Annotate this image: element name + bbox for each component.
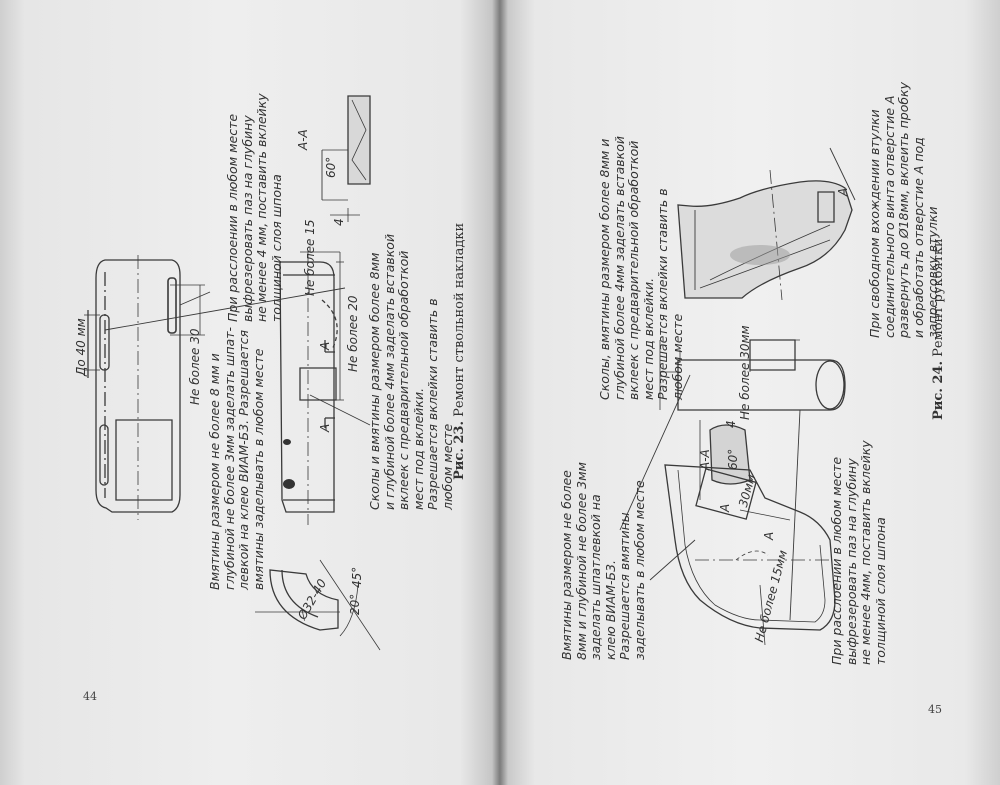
note-line: вклеек с предварительной обработкой — [626, 140, 641, 400]
page-number-right: 45 — [928, 703, 942, 716]
note-line: Вмятины размером не более — [559, 470, 574, 660]
note-delamination-right: При расслоении в любом месте выфрезерова… — [829, 440, 888, 665]
figure-title: Ремонт ствольной накладки — [452, 222, 467, 417]
note-line: выфрезеровать паз на глубину — [843, 458, 859, 665]
dim-angle-60: 60° — [324, 156, 338, 178]
note-line: толщиной слоя шпона — [268, 174, 284, 322]
note-chips-right: Сколы, вмятины размером более 8мм и глуб… — [597, 136, 685, 400]
note-line: выфрезеровать паз на глубину — [239, 115, 255, 322]
dim-angle-45: 45° — [350, 566, 364, 588]
note-line: не менее 4мм, поставить вклейку — [858, 440, 873, 665]
note-line: мест под вклейки. — [640, 277, 656, 400]
note-line: вмятины заделывать в любом месте — [250, 348, 266, 590]
figure-caption: Рис. 23. Ремонт ствольной накладки — [452, 223, 467, 480]
note-line: мест под вклейки. — [410, 387, 426, 510]
book-gutter — [492, 0, 508, 785]
note-line: Вмятины размером не более 8 мм и — [207, 353, 222, 590]
dim-max-30mm: Не более 30мм — [738, 325, 752, 420]
note-line: не менее 4 мм, поставить вклейку — [254, 93, 269, 322]
dim-angle-60: 60° — [726, 448, 740, 470]
note-line: Сколы, вмятины размером более 8мм и — [597, 138, 612, 400]
note-line: толщиной слоя шпона — [872, 517, 888, 665]
figure-title: Ремонт рукоятки — [931, 238, 946, 357]
note-line: Разрешается вклейки ставить в — [425, 298, 440, 510]
note-chips-left: Сколы и вмятины размером более 8мм и глу… — [367, 233, 455, 510]
note-line: левкой на клею ВИАМ-Б3. Разрешается — [236, 329, 251, 590]
note-dents-right: Вмятины размером не более 8мм и глубиной… — [559, 462, 647, 660]
note-line: При свободном вхождении втулки — [867, 109, 882, 338]
section-marker-a: А — [718, 503, 732, 512]
figure-label: Рис. 24. — [931, 360, 946, 420]
note-line: глубиной более 4мм заделать вставкой — [611, 136, 627, 400]
note-line: 8мм и глубиной не более 3мм — [573, 462, 589, 660]
note-delamination-left: При расслоении в любом месте выфрезерова… — [225, 93, 284, 322]
figure-caption: Рис. 24. Ремонт рукоятки — [931, 238, 946, 420]
right-page: Сколы, вмятины размером более 8мм и глуб… — [500, 0, 1000, 785]
section-marker-a: А — [762, 531, 776, 540]
note-bushing: При свободном вхождении втулки соедините… — [867, 82, 941, 338]
figure-23-drawing — [0, 0, 500, 785]
note-line: глубиной не более 3мм заделать шпат- — [221, 326, 237, 590]
dim-angle-20: 20° — [348, 593, 362, 615]
dim-max-15: Не более 15 — [303, 219, 317, 296]
note-line: заделать шпатлевкой на — [588, 494, 603, 660]
page-number-left: 44 — [83, 690, 97, 703]
note-line: Разрешается вмятины — [617, 512, 632, 660]
note-dents-left: Вмятины размером не более 8 мм и глубино… — [207, 326, 266, 590]
note-line: заделывать в любом месте — [631, 480, 647, 660]
figure-24-drawing — [500, 0, 1000, 785]
note-line: и глубиной более 4мм заделать вставкой — [381, 233, 397, 510]
section-marker-a: А — [318, 423, 332, 432]
figure-label: Рис. 23. — [452, 420, 467, 480]
note-line: и обработать отверстие А под — [910, 137, 926, 338]
dim-depth-4: 4 — [724, 420, 738, 428]
dim-up-to-40: До 40 мм — [74, 318, 88, 376]
section-label: А-А — [698, 449, 712, 470]
note-line: развернуть до Ø18мм, вклеить пробку — [896, 82, 911, 338]
note-line: Сколы и вмятины размером более 8мм — [367, 252, 382, 510]
section-marker-a: А — [318, 341, 332, 350]
note-line: При расслоении в любом месте — [225, 113, 240, 322]
dim-depth-4: 4 — [332, 218, 346, 226]
note-line: любом месте — [669, 313, 685, 400]
note-line: клею ВИАМ-Б3. — [602, 560, 618, 660]
dim-max-30: Не более 30 — [188, 328, 202, 405]
dim-max-20: Не более 20 — [346, 295, 360, 372]
note-line: вклеек с предварительной обработкой — [396, 250, 411, 510]
section-label: А-А — [296, 129, 310, 150]
left-page: При расслоении в любом месте выфрезерова… — [0, 0, 500, 785]
note-line: соединительного винта отверстие А — [881, 95, 897, 338]
section-marker-a: А — [836, 187, 850, 196]
note-line: При расслоении в любом месте — [829, 456, 844, 665]
note-line: Разрешается вклейки ставить в — [655, 188, 670, 400]
